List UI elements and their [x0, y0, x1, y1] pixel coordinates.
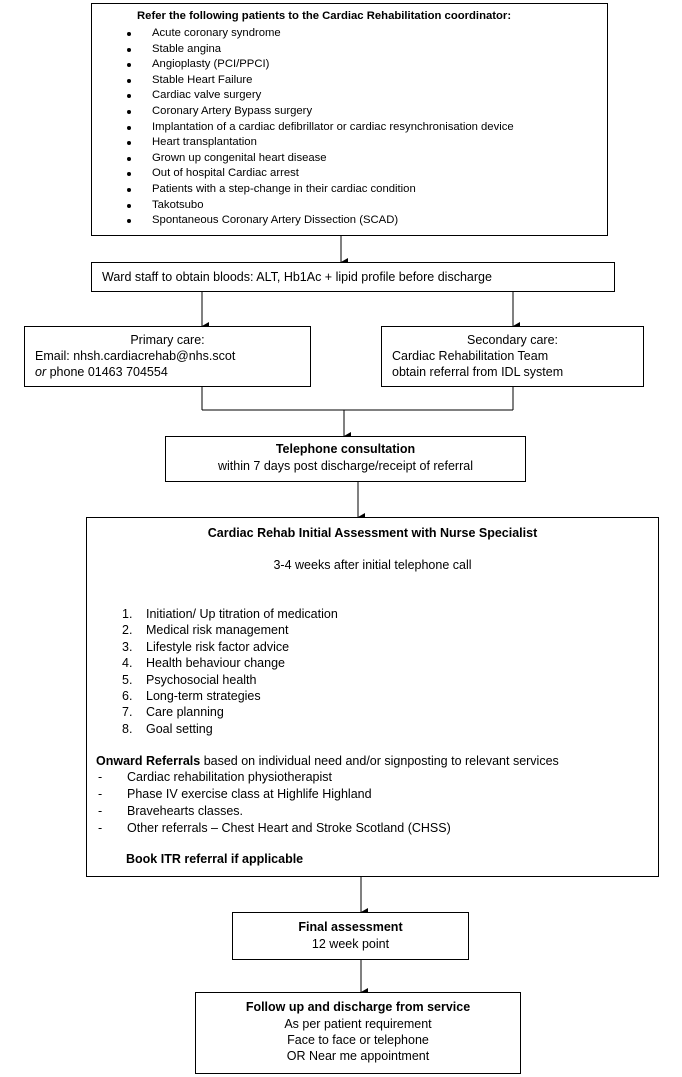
assessment-item-text: Health behaviour change — [146, 656, 285, 671]
assessment-item: 6. Long-term strategies — [122, 688, 338, 704]
referral-condition-item: Spontaneous Coronary Artery Dissection (… — [127, 213, 514, 229]
initial-assessment-box: Cardiac Rehab Initial Assessment with Nu… — [86, 517, 659, 877]
onward-referral-dash: - — [98, 821, 103, 835]
final-title: Final assessment — [298, 920, 403, 934]
final-subtitle: 12 week point — [311, 937, 390, 951]
primary-care-title: Primary care: — [130, 333, 205, 347]
referral-condition-item: Angioplasty (PCI/PPCI) — [127, 57, 514, 73]
follow-up-line1: As per patient requirement — [284, 1017, 432, 1031]
onward-referral-dash: - — [98, 770, 103, 784]
onward-referral-dash: - — [98, 804, 103, 818]
follow-up-title: Follow up and discharge from service — [245, 1000, 471, 1014]
secondary-care-box: Secondary care: Cardiac Rehabilitation T… — [381, 326, 644, 387]
primary-care-email: Email: nhsh.cardiacrehab@nhs.scot — [35, 349, 236, 363]
assessment-item-number: 6. — [122, 688, 133, 703]
onward-referral-item: - Other referrals – Chest Heart and Strok… — [98, 820, 451, 837]
primary-care-or: or — [35, 365, 47, 379]
onward-referral-text: Other referrals – Chest Heart and Stroke… — [127, 821, 451, 835]
assessment-items-list: 1. Initiation/ Up titration of medication… — [122, 606, 338, 737]
secondary-care-line2: obtain referral from IDL system — [392, 365, 564, 379]
assessment-item: 8. Goal setting — [122, 721, 338, 737]
final-assessment-box: Final assessment 12 week point — [232, 912, 469, 960]
telephone-subtitle: within 7 days post discharge/receipt of … — [218, 459, 473, 473]
referral-condition-item: Implantation of a cardiac defibrillator … — [127, 120, 514, 136]
assessment-item-text: Medical risk management — [146, 623, 289, 638]
assessment-item-number: 5. — [122, 672, 133, 687]
follow-up-line2: Face to face or telephone — [287, 1033, 429, 1047]
referral-condition-item: Heart transplantation — [127, 135, 514, 151]
onward-referrals-text: based on individual need and/or signpost… — [200, 754, 559, 768]
onward-referrals-label: Onward Referrals — [96, 754, 201, 768]
referral-condition-item: Patients with a step-change in their car… — [127, 182, 514, 198]
assessment-item-number: 7. — [122, 705, 133, 720]
follow-up-line3: OR Near me appointment — [286, 1049, 430, 1063]
referral-condition-item: Cardiac valve surgery — [127, 88, 514, 104]
primary-care-box: Primary care: Email: nhsh.cardiacrehab@n… — [24, 326, 311, 387]
onward-referral-text: Cardiac rehabilitation physiotherapist — [127, 770, 332, 784]
telephone-title: Telephone consultation — [275, 442, 416, 456]
assessment-item-text: Initiation/ Up titration of medication — [146, 607, 338, 621]
assessment-item-text: Goal setting — [146, 721, 213, 736]
onward-referral-item: - Phase IV exercise class at Highlife Hig… — [98, 786, 451, 803]
assessment-timing: 3-4 weeks after initial telephone call — [273, 558, 472, 572]
assessment-item: 7. Care planning — [122, 704, 338, 720]
ward-bloods-box: Ward staff to obtain bloods: ALT, Hb1Ac … — [91, 262, 615, 292]
assessment-item-number: 2. — [122, 623, 133, 638]
telephone-consultation-box: Telephone consultation within 7 days pos… — [165, 436, 526, 482]
referral-condition-item: Stable angina — [127, 42, 514, 58]
onward-referral-item: - Cardiac rehabilitation physiotherapist — [98, 769, 451, 786]
assessment-item-text: Lifestyle risk factor advice — [146, 639, 290, 654]
referral-condition-item: Acute coronary syndrome — [127, 26, 514, 42]
primary-care-phone-line: or phone 01463 704554 — [35, 365, 168, 379]
itr-referral-note: Book ITR referral if applicable — [126, 852, 304, 866]
assessment-item-text: Psychosocial health — [146, 672, 257, 687]
follow-up-box: Follow up and discharge from service As … — [195, 992, 521, 1074]
referral-condition-item: Takotsubo — [127, 198, 514, 214]
referral-criteria-box: Refer the following patients to the Card… — [91, 3, 608, 236]
assessment-item: 1. Initiation/ Up titration of medication — [122, 606, 338, 622]
referral-condition-item: Coronary Artery Bypass surgery — [127, 104, 514, 120]
ward-bloods-text: Ward staff to obtain bloods: ALT, Hb1Ac … — [102, 270, 492, 284]
assessment-item-number: 3. — [122, 639, 133, 654]
primary-care-phone: phone 01463 704554 — [46, 365, 168, 379]
assessment-item-number: 1. — [122, 607, 133, 621]
referral-condition-item: Grown up congenital heart disease — [127, 151, 514, 167]
onward-referral-text: Bravehearts classes. — [127, 804, 244, 818]
assessment-item: 5. Psychosocial health — [122, 672, 338, 688]
secondary-care-line1: Cardiac Rehabilitation Team — [392, 349, 549, 363]
onward-referrals-list: -Cardiac rehabilitation physiotherapist-… — [98, 769, 451, 837]
assessment-item-text: Long-term strategies — [146, 688, 261, 703]
onward-referrals-line: Onward Referrals based on individual nee… — [96, 754, 559, 768]
secondary-care-title: Secondary care: — [466, 333, 559, 347]
assessment-item: 4. Health behaviour change — [122, 655, 338, 671]
assessment-item-text: Care planning — [146, 705, 224, 720]
assessment-item-number: 8. — [122, 721, 133, 736]
assessment-item: 3. Lifestyle risk factor advice — [122, 639, 338, 655]
assessment-item: 2. Medical risk management — [122, 622, 338, 638]
referral-heading: Refer the following patients to the Card… — [137, 10, 512, 22]
referral-condition-item: Stable Heart Failure — [127, 73, 514, 89]
onward-referral-dash: - — [98, 787, 103, 801]
onward-referral-text: Phase IV exercise class at Highlife High… — [127, 787, 372, 801]
assessment-item-number: 4. — [122, 656, 133, 671]
assessment-title: Cardiac Rehab Initial Assessment with Nu… — [207, 526, 538, 540]
onward-referral-item: - Bravehearts classes. — [98, 803, 451, 820]
referral-condition-item: Out of hospital Cardiac arrest — [127, 166, 514, 182]
